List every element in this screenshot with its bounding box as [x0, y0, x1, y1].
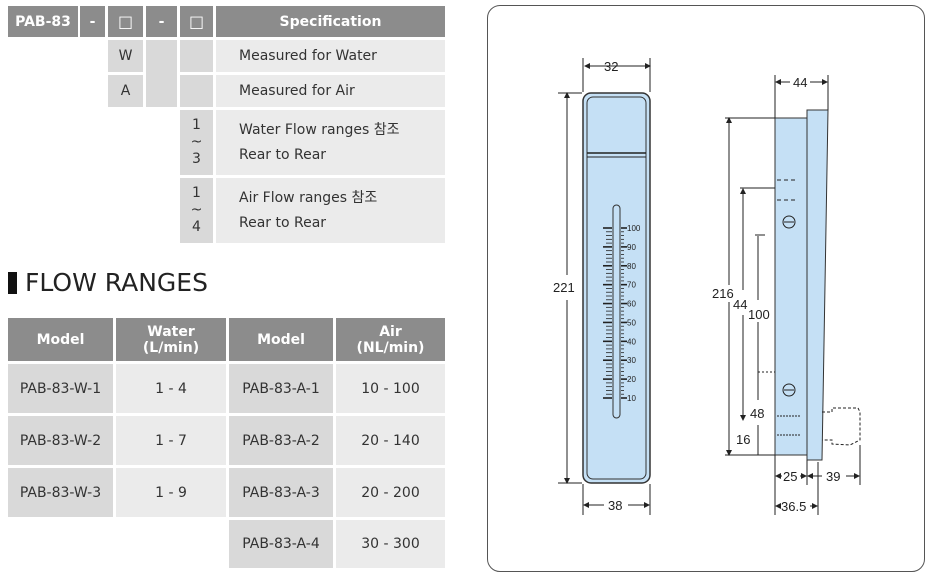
flow-cell-water-model: PAB-83-W-2 — [8, 416, 113, 465]
front-view — [558, 58, 651, 515]
range-start: 1 — [192, 117, 201, 133]
header-specification: Specification — [216, 6, 445, 37]
dash-merged-cell — [146, 40, 177, 107]
header-box-1: □ — [108, 6, 143, 37]
scale-label: 60 — [627, 300, 636, 309]
header-line: (L/min) — [142, 339, 200, 356]
header-line: Water — [147, 323, 195, 340]
scale-label: 80 — [627, 262, 636, 271]
front-inner-frame — [586, 96, 647, 480]
code2-range-air: 1 ~ 4 — [180, 178, 213, 243]
flow-cell-water-range: 1 - 4 — [116, 364, 226, 413]
heading-bar-icon — [8, 271, 17, 294]
side-view — [725, 75, 861, 515]
dim-side-16: 16 — [736, 432, 750, 447]
header-dash-1: - — [80, 6, 105, 37]
code-w: W — [108, 40, 143, 72]
screw-icon — [782, 383, 796, 397]
code2-range-water: 1 ~ 3 — [180, 110, 213, 175]
col-air: Air(NL/min) — [336, 318, 445, 361]
flow-cell-air-range: 20 - 140 — [336, 416, 445, 465]
header-line: Air — [379, 323, 402, 340]
spec-line: Water Flow ranges 참조 — [239, 121, 400, 138]
spec-line: Air Flow ranges 참조 — [239, 189, 378, 206]
dim-side-36-5: 36.5 — [781, 499, 806, 514]
flow-cell-air-model: PAB-83-A-4 — [229, 520, 333, 568]
flow-cell-water-model: PAB-83-W-1 — [8, 364, 113, 413]
scale-ticks — [603, 227, 627, 399]
spec-air-flow: Air Flow ranges 참조 Rear to Rear — [216, 178, 445, 243]
dim-front-width-top: 32 — [604, 59, 618, 74]
header-model: PAB-83 — [8, 6, 78, 37]
spec-water: Measured for Water — [216, 40, 445, 72]
scale-labels: 100 90 80 70 60 50 40 30 20 10 — [627, 224, 641, 403]
side-front-plate — [806, 109, 829, 461]
spec-line: Rear to Rear — [239, 146, 327, 163]
header-dash-2: - — [146, 6, 177, 37]
dimension-drawing-panel — [487, 5, 925, 572]
range-start: 1 — [192, 185, 201, 201]
dim-side-25: 25 — [783, 469, 797, 484]
scale-label: 70 — [627, 281, 636, 290]
scale-label: 30 — [627, 356, 636, 365]
scale-label: 50 — [627, 318, 636, 327]
scale-label: 10 — [627, 394, 636, 403]
flow-cell-water-range: 1 - 7 — [116, 416, 226, 465]
dim-front-width-bottom: 38 — [608, 498, 622, 513]
flow-cell-air-range: 20 - 200 — [336, 468, 445, 517]
range-end: 4 — [192, 219, 201, 235]
dim-front-height: 221 — [553, 280, 575, 295]
side-body — [774, 117, 808, 456]
screw-icon — [782, 215, 796, 229]
scale-label: 100 — [627, 224, 641, 233]
connector-outline — [822, 407, 861, 446]
scale-label: 20 — [627, 375, 636, 384]
col-water: Water(L/min) — [116, 318, 226, 361]
spec-air: Measured for Air — [216, 75, 445, 107]
col-model-air: Model — [229, 318, 333, 361]
dim-side-39: 39 — [826, 469, 840, 484]
flow-ranges-heading: FLOW RANGES — [8, 268, 208, 297]
col-model-water: Model — [8, 318, 113, 361]
spec-line: Rear to Rear — [239, 214, 327, 231]
flow-tube — [612, 204, 621, 419]
code2-empty-2 — [180, 75, 213, 107]
flow-cell-water-range: 1 - 9 — [116, 468, 226, 517]
flow-cell-air-model: PAB-83-A-1 — [229, 364, 333, 413]
scale-label: 90 — [627, 243, 636, 252]
header-line: (NL/min) — [356, 339, 425, 356]
header-box-2: □ — [180, 6, 213, 37]
flow-cell-air-range: 10 - 100 — [336, 364, 445, 413]
dim-side-height: 216 — [712, 286, 734, 301]
flow-cell-air-range: 30 - 300 — [336, 520, 445, 568]
spec-water-flow: Water Flow ranges 참조 Rear to Rear — [216, 110, 445, 175]
flow-cell-water-model: PAB-83-W-3 — [8, 468, 113, 517]
code-a: A — [108, 75, 143, 107]
range-tilde: ~ — [190, 134, 203, 150]
flow-cell-air-model: PAB-83-A-3 — [229, 468, 333, 517]
code2-empty-1 — [180, 40, 213, 72]
flow-cell-air-model: PAB-83-A-2 — [229, 416, 333, 465]
front-body — [582, 92, 651, 484]
dim-side-48: 48 — [750, 406, 764, 421]
range-end: 3 — [192, 151, 201, 167]
range-tilde: ~ — [190, 202, 203, 218]
dim-side-depth: 44 — [793, 75, 807, 90]
heading-text: FLOW RANGES — [25, 268, 208, 297]
dim-side-100: 100 — [748, 307, 770, 322]
scale-label: 40 — [627, 337, 636, 346]
dim-side-44: 44 — [733, 297, 747, 312]
